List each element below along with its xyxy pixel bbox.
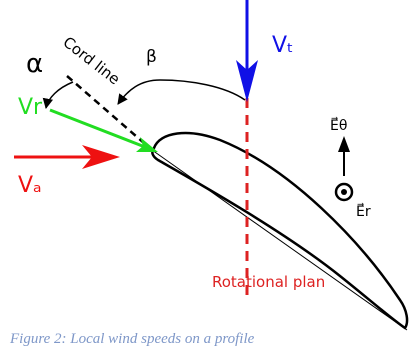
airfoil-profile [151,131,409,330]
va-arrow [14,145,120,169]
e-r-label: E⃗r [356,202,371,220]
e-theta-label: E⃗θ [330,116,347,134]
e-r-symbol [334,182,354,202]
va-label: Vₐ [18,173,42,198]
cord-line-extension [66,75,153,151]
rotational-plan-label: Rotational plan [212,273,325,291]
beta-arc [117,79,246,105]
vr-label: Vr [18,95,43,120]
beta-label: β [146,47,157,67]
e-theta-arrow [338,136,350,176]
figure-caption: Figure 2: Local wind speeds on a profile [9,331,255,347]
vr-arrow [49,108,158,152]
vt-arrow [236,0,258,102]
alpha-label: α [26,49,43,79]
alpha-arc [42,81,74,110]
vt-label: Vₜ [272,33,294,58]
chord-line [151,149,408,331]
cord-line-label: Cord line [60,33,124,88]
